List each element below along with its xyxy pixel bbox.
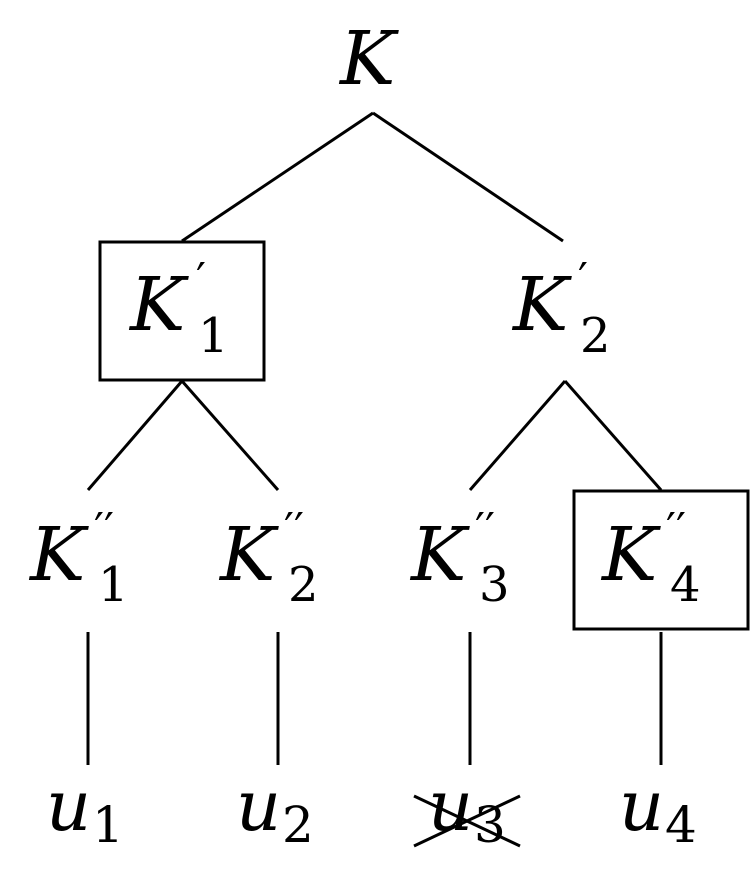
leaf-u4-sub: 4 — [665, 796, 697, 854]
node-k3dprime-base: K — [409, 512, 470, 598]
edge-k2prime-k4dprime — [563, 380, 663, 491]
node-k2prime-prime: ′ — [578, 254, 588, 305]
node-k4dprime-base: K — [600, 512, 661, 598]
node-k3dprime-sub: 3 — [479, 557, 510, 613]
node-k1prime-prime: ′ — [196, 254, 206, 305]
node-k2prime-base: K — [511, 262, 572, 348]
leaf-u4: u 4 — [619, 765, 697, 854]
highlight-box-k4dprime — [572, 489, 750, 631]
leaf-u2-base: u — [236, 765, 281, 847]
node-root-label: K — [338, 16, 399, 102]
node-k2dprime-sub: 2 — [288, 557, 319, 613]
edge-root-k1prime — [181, 111, 374, 243]
node-k3dprime: K ′′ 3 — [409, 504, 510, 613]
leaf-u1: u 1 — [46, 765, 124, 854]
node-k1dprime-prime: ′′ — [94, 504, 114, 555]
node-k2prime-sub: 2 — [580, 308, 611, 364]
leaf-u4-base: u — [619, 765, 664, 847]
node-k2dprime-prime: ′′ — [284, 504, 304, 555]
leaf-u2-sub: 2 — [282, 796, 314, 854]
node-k1prime: K ′ 1 — [128, 254, 229, 364]
node-k4dprime-prime: ′′ — [666, 504, 686, 555]
node-k3dprime-prime: ′′ — [475, 504, 495, 555]
edge-k1prime-k1dprime — [86, 380, 184, 491]
node-k2dprime-base: K — [218, 512, 279, 598]
leaf-u2: u 2 — [236, 765, 314, 854]
highlight-box-k1prime — [98, 240, 266, 382]
edge-k1prime-k2dprime — [180, 380, 280, 491]
node-k1dprime-base: K — [28, 512, 89, 598]
node-k4dprime-sub: 4 — [670, 557, 701, 613]
leaf-u1-sub: 1 — [92, 796, 124, 854]
edge-k2prime-k3dprime — [468, 380, 567, 491]
node-root: K — [338, 16, 399, 102]
node-k1dprime-sub: 1 — [98, 557, 129, 613]
node-k2prime: K ′ 2 — [511, 254, 611, 364]
edge-root-k2prime — [372, 111, 564, 243]
leaf-u3: u 3 — [413, 765, 521, 854]
node-k1prime-sub: 1 — [198, 308, 229, 364]
node-k2dprime: K ′′ 2 — [218, 504, 319, 613]
node-k1dprime: K ′′ 1 — [28, 504, 129, 613]
node-k1prime-base: K — [128, 262, 189, 348]
leaf-u1-base: u — [46, 765, 91, 847]
leaf-u3-strike-b — [413, 794, 521, 848]
node-k4dprime: K ′′ 4 — [600, 504, 701, 613]
